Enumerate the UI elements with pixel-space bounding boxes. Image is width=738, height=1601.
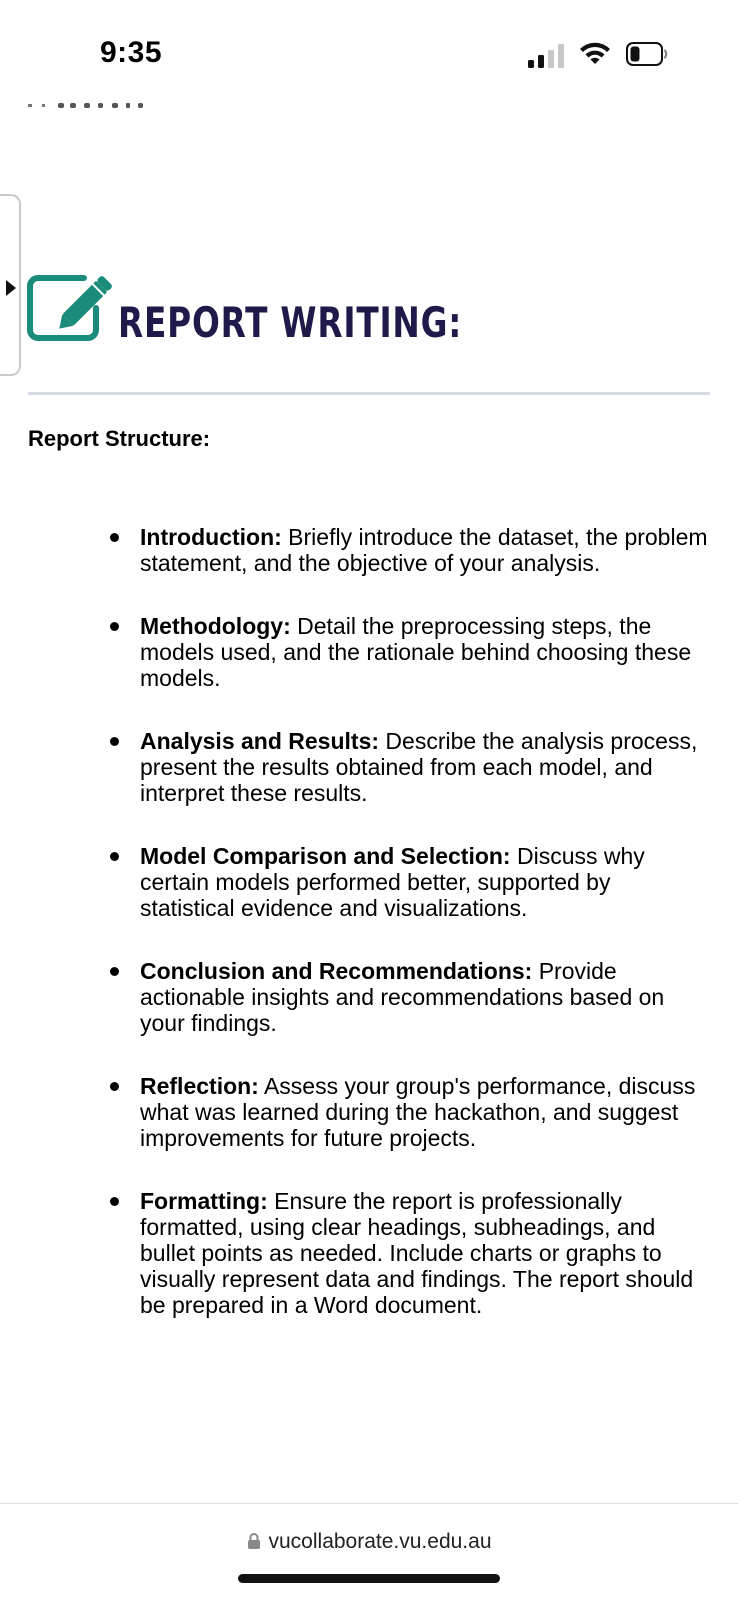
status-bar: 9:35 (0, 0, 738, 110)
item-text: Provide actionable insights and recommen… (140, 958, 665, 1036)
item-label: Conclusion and Recommendations: (140, 958, 533, 984)
bullet-icon (110, 737, 119, 746)
list-item: Methodology: Detail the preprocessing st… (110, 613, 710, 691)
bullet-icon (110, 1197, 119, 1206)
edit-pencil-icon (27, 275, 112, 341)
section-divider (28, 392, 710, 395)
bullet-icon (110, 533, 119, 542)
item-label: Analysis and Results: (140, 728, 380, 754)
list-item: Formatting: Ensure the report is profess… (110, 1188, 710, 1318)
list-item: Analysis and Results: Describe the analy… (110, 728, 710, 806)
page-title: REPORT WRITING: (118, 298, 463, 347)
item-label: Model Comparison and Selection: (140, 843, 511, 869)
status-time: 9:35 (100, 36, 163, 69)
list-item: Introduction: Briefly introduce the data… (110, 524, 710, 576)
item-text: Briefly introduce the dataset, the probl… (140, 524, 708, 576)
home-indicator[interactable] (238, 1574, 500, 1583)
browser-address-bar[interactable]: vucollaborate.vu.edu.au (0, 1503, 738, 1601)
cellular-signal-icon (528, 44, 564, 68)
list-item: Conclusion and Recommendations: Provide … (110, 958, 710, 1036)
lock-icon (247, 1533, 260, 1549)
bullet-icon (110, 1082, 119, 1091)
section-heading: Report Structure: (28, 426, 211, 451)
bullet-icon (110, 852, 119, 861)
item-text: Detail the preprocessing steps, the mode… (140, 613, 692, 691)
item-text: Describe the analysis process, present t… (140, 728, 698, 806)
list-item: Reflection: Assess your group's performa… (110, 1073, 710, 1151)
item-label: Introduction: (140, 524, 282, 550)
scrolled-content-remnant (28, 103, 143, 108)
bullet-icon (110, 622, 119, 631)
item-text: Ensure the report is professionally form… (140, 1188, 694, 1318)
url-text[interactable]: vucollaborate.vu.edu.au (268, 1530, 492, 1553)
wifi-icon (580, 42, 610, 64)
bullet-icon (110, 967, 119, 976)
item-text: Assess your group's performance, discuss… (140, 1073, 696, 1151)
expand-arrow-icon[interactable] (6, 280, 16, 296)
item-label: Methodology: (140, 613, 291, 639)
item-text: Discuss why certain models performed bet… (140, 843, 645, 921)
battery-icon (626, 42, 668, 66)
item-label: Reflection: (140, 1073, 259, 1099)
item-label: Formatting: (140, 1188, 268, 1214)
list-item: Model Comparison and Selection: Discuss … (110, 843, 710, 921)
url-row[interactable]: vucollaborate.vu.edu.au (0, 1530, 738, 1554)
report-structure-list: Introduction: Briefly introduce the data… (110, 524, 710, 1355)
